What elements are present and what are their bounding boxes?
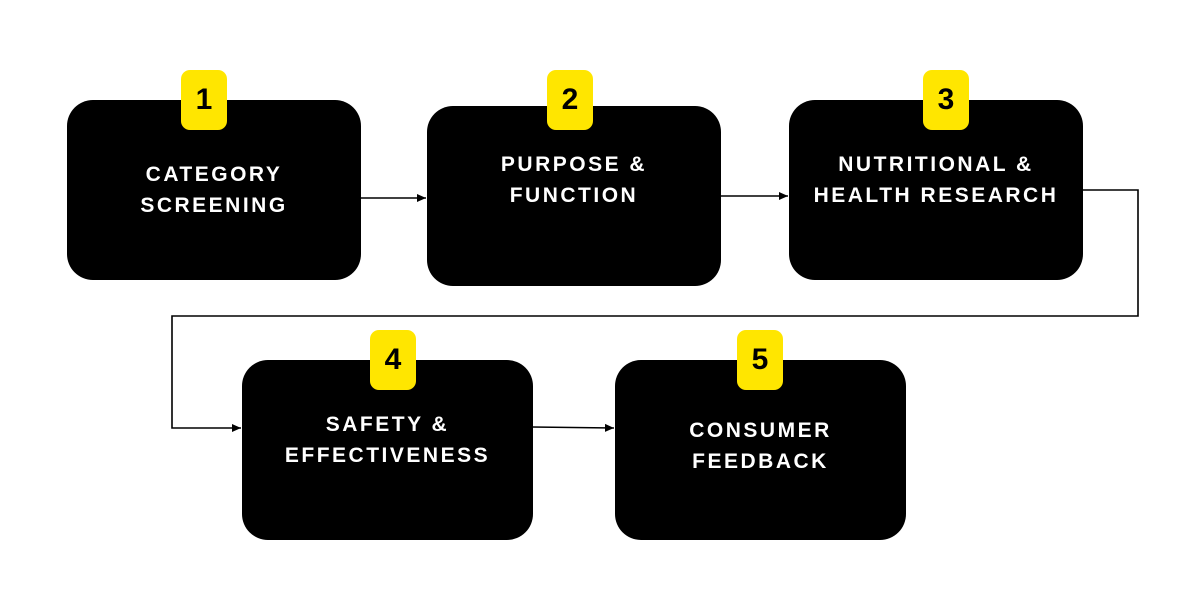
step-box-5: CONSUMER FEEDBACK [615, 360, 906, 540]
step-label-1-line-1: CATEGORY [145, 163, 283, 186]
step-label-5-line-2: FEEDBACK [692, 450, 829, 473]
step-box-2: PURPOSE & FUNCTION [427, 106, 721, 286]
arrow-4-to-5 [531, 423, 615, 432]
step-label-2-line-2: FUNCTION [509, 184, 639, 207]
step-box-1: CATEGORY SCREENING [67, 100, 361, 280]
step-label-4: SAFETY & EFFECTIVENESS [285, 409, 490, 471]
arrow-3-to-4 [171, 189, 1139, 432]
step-box-3: NUTRITIONAL & HEALTH RESEARCH [789, 100, 1083, 280]
step-label-3: NUTRITIONAL & HEALTH RESEARCH [814, 149, 1059, 211]
step-label-4-line-1: SAFETY & [325, 413, 450, 436]
step-label-2: PURPOSE & FUNCTION [501, 149, 647, 211]
step-badge-1: 1 [181, 70, 227, 130]
step-badge-4: 4 [370, 330, 416, 390]
step-label-1-line-2: SCREENING [140, 194, 288, 217]
step-badge-2: 2 [547, 70, 593, 130]
step-label-2-line-1: PURPOSE & [500, 153, 648, 176]
step-box-4: SAFETY & EFFECTIVENESS [242, 360, 533, 540]
step-label-3-line-1: NUTRITIONAL & [838, 153, 1034, 176]
step-label-5-line-1: CONSUMER [689, 419, 832, 442]
step-badge-5: 5 [737, 330, 783, 390]
step-badge-3: 3 [923, 70, 969, 130]
step-label-5: CONSUMER FEEDBACK [689, 415, 832, 477]
step-label-3-line-2: HEALTH RESEARCH [813, 184, 1059, 207]
step-label-4-line-2: EFFECTIVENESS [284, 444, 491, 467]
step-label-1: CATEGORY SCREENING [140, 159, 287, 221]
